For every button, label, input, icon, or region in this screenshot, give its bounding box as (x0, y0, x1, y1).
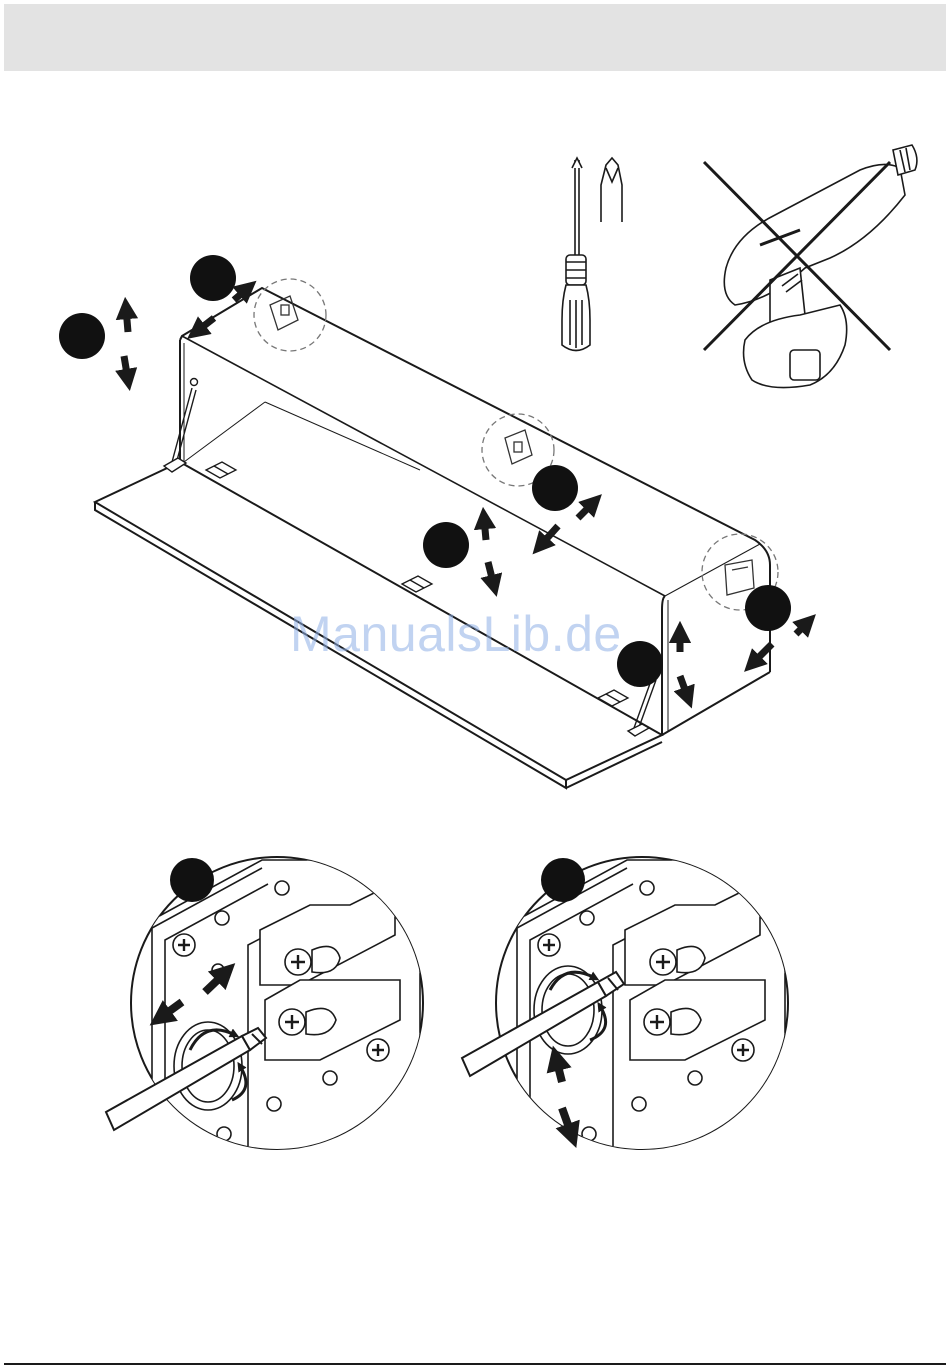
footer-rule (4, 1363, 946, 1365)
phillips-screwdriver-icon (562, 158, 622, 351)
watermark: ManualsLib.de (290, 605, 622, 663)
detail-height-adjustment (462, 857, 788, 1150)
detail-depth-adjustment (106, 857, 423, 1150)
power-drill-crossed-out-icon (704, 145, 917, 388)
